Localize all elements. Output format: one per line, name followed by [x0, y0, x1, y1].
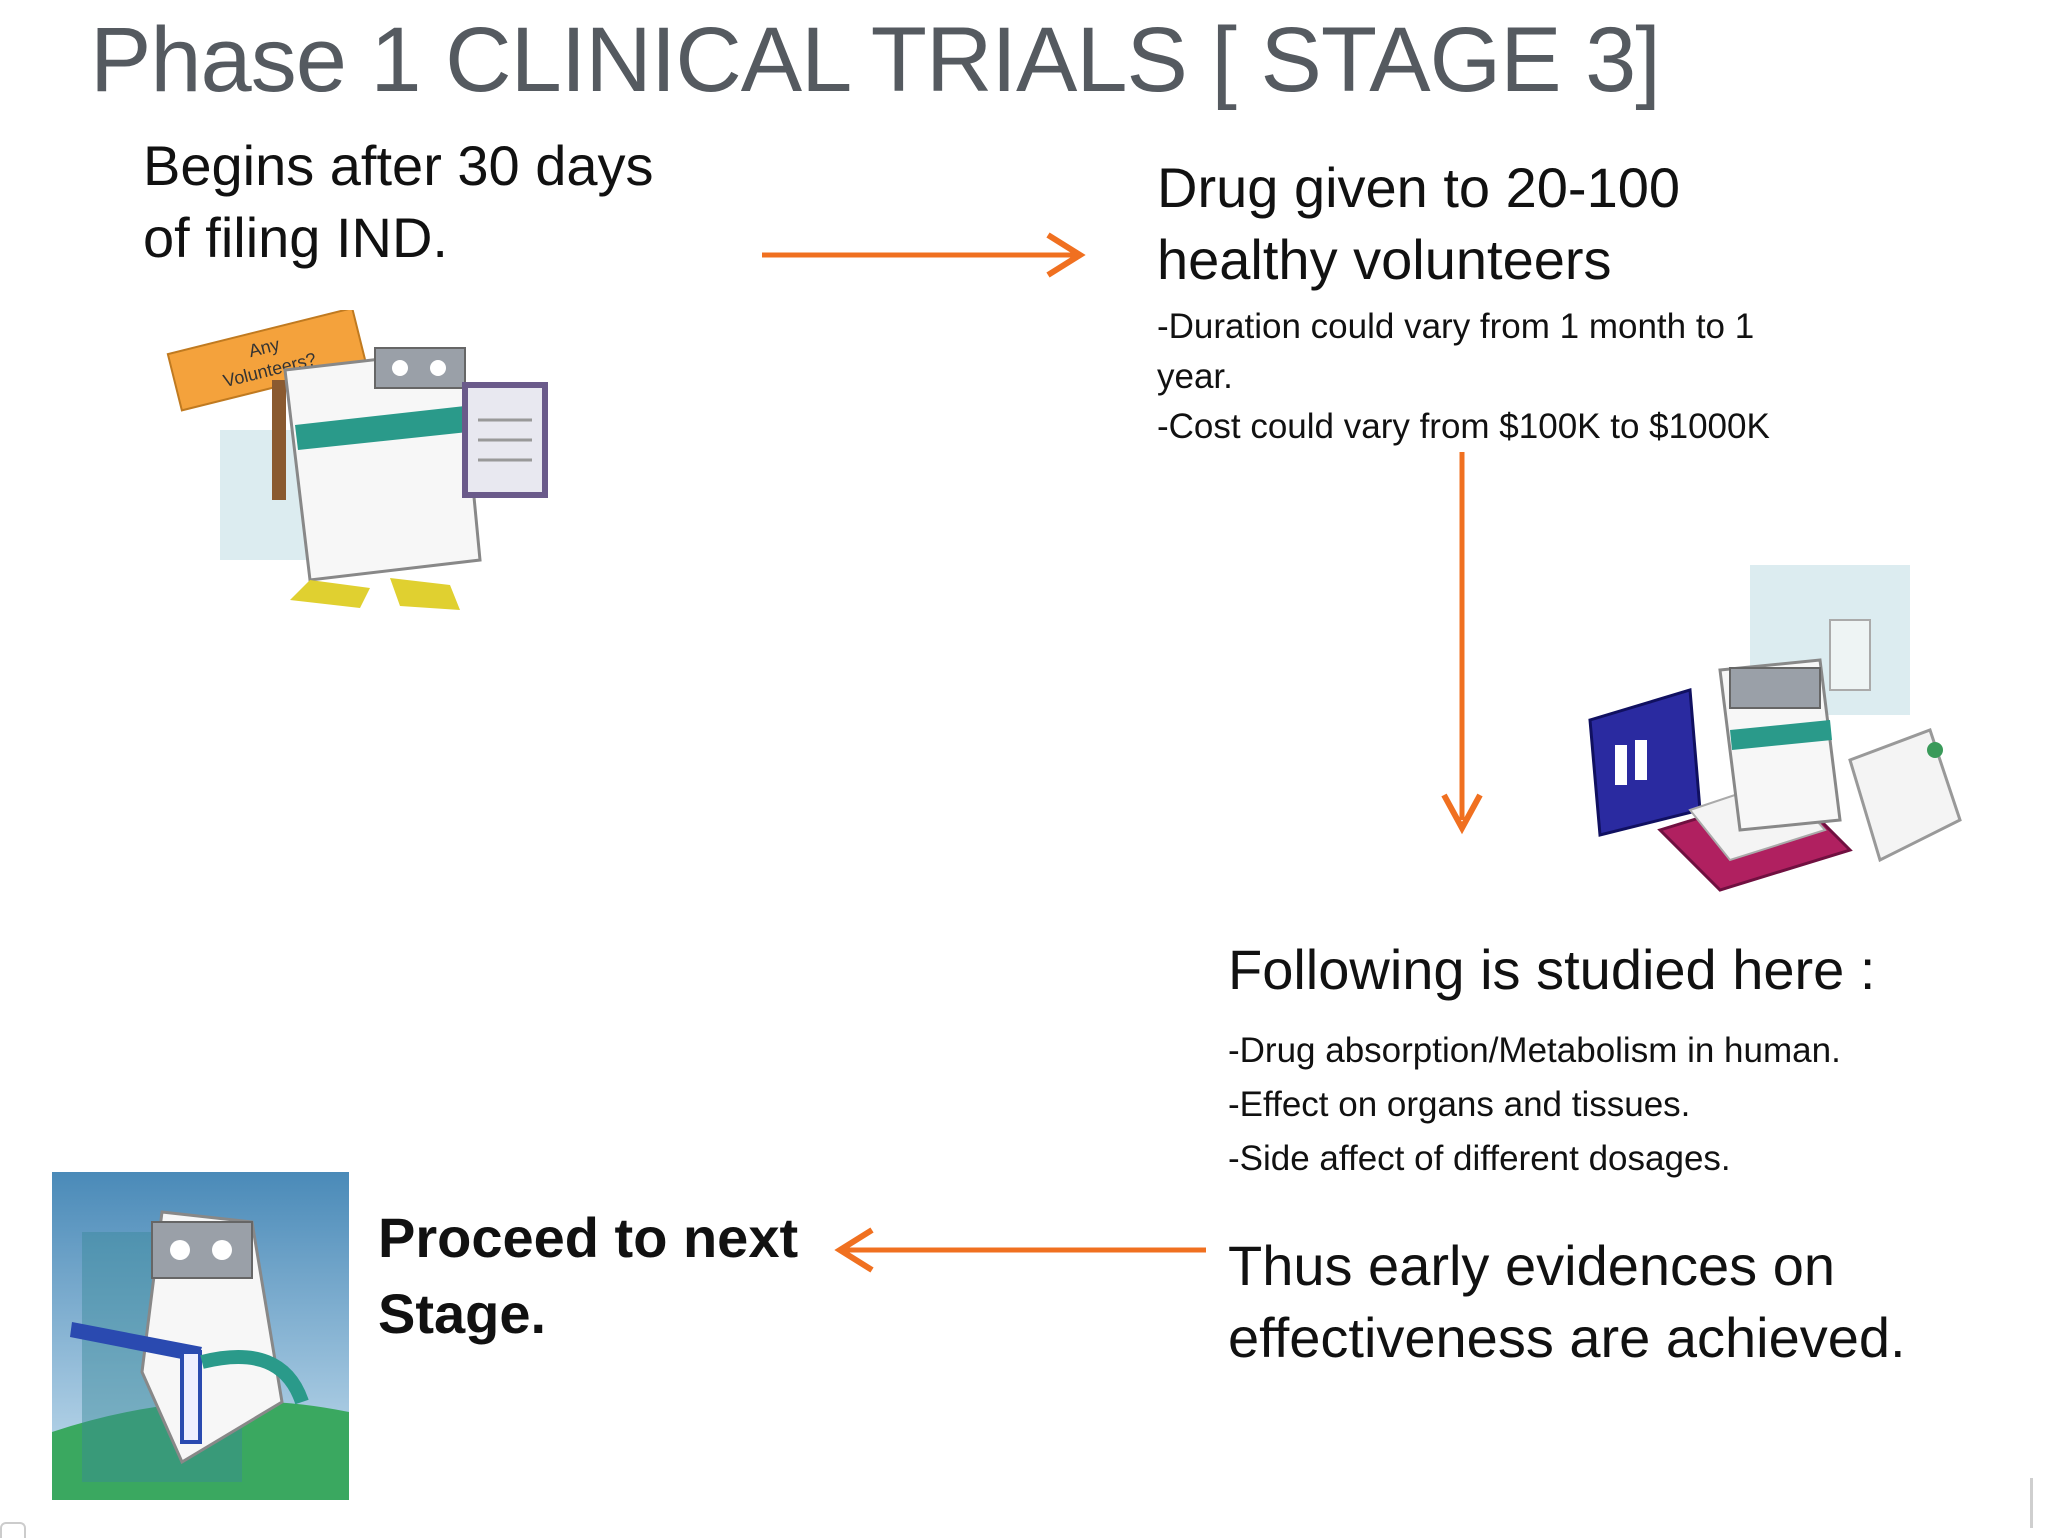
step3-detail-2: -Effect on organs and tissues.: [1228, 1085, 1691, 1124]
conclusion-line-2: effectiveness are achieved.: [1228, 1306, 1906, 1369]
arrow-left: [834, 1227, 1206, 1273]
step2-heading-2: healthy volunteers: [1157, 228, 1612, 291]
page-title: Phase 1 CLINICAL TRIALS [ STAGE 3]: [90, 9, 1661, 111]
corner-mark: [0, 1522, 26, 1538]
arrow-right: [762, 232, 1086, 278]
step4-text: Proceed to next Stage.: [378, 1200, 798, 1352]
step3-detail-3: -Side affect of different dosages.: [1228, 1139, 1731, 1178]
step2-detail-3: -Cost could vary from $100K to $1000K: [1157, 407, 1770, 446]
edge-line: [2030, 1478, 2033, 1528]
conclusion-line-1: Thus early evidences on: [1228, 1234, 1836, 1297]
step4-line-1: Proceed to next: [378, 1206, 799, 1269]
step2-block: Drug given to 20-100 healthy volunteers …: [1157, 152, 1770, 452]
step4-line-2: Stage.: [378, 1282, 547, 1345]
volunteer-mascot-icon: Any Volunteers?: [166, 310, 548, 610]
step1-line-2: of filing IND.: [143, 206, 448, 269]
arrow-down: [1441, 452, 1483, 835]
step2-detail-2: year.: [1157, 357, 1233, 396]
step3-heading: Following is studied here :: [1228, 938, 1876, 1001]
step2-heading-1: Drug given to 20-100: [1157, 156, 1681, 219]
step1-text: Begins after 30 days of filing IND.: [143, 130, 654, 274]
step2-detail-1: -Duration could vary from 1 month to 1: [1157, 307, 1755, 346]
step1-line-1: Begins after 30 days: [143, 134, 654, 197]
step3-conclusion: Thus early evidences on effectiveness ar…: [1228, 1230, 1906, 1374]
step3-detail-1: -Drug absorption/Metabolism in human.: [1228, 1031, 1841, 1070]
step3-block: Following is studied here : -Drug absorp…: [1228, 934, 1875, 1186]
lab-equipment-icon: [1588, 565, 1962, 892]
test-tube-mascot-icon: [52, 1172, 349, 1500]
